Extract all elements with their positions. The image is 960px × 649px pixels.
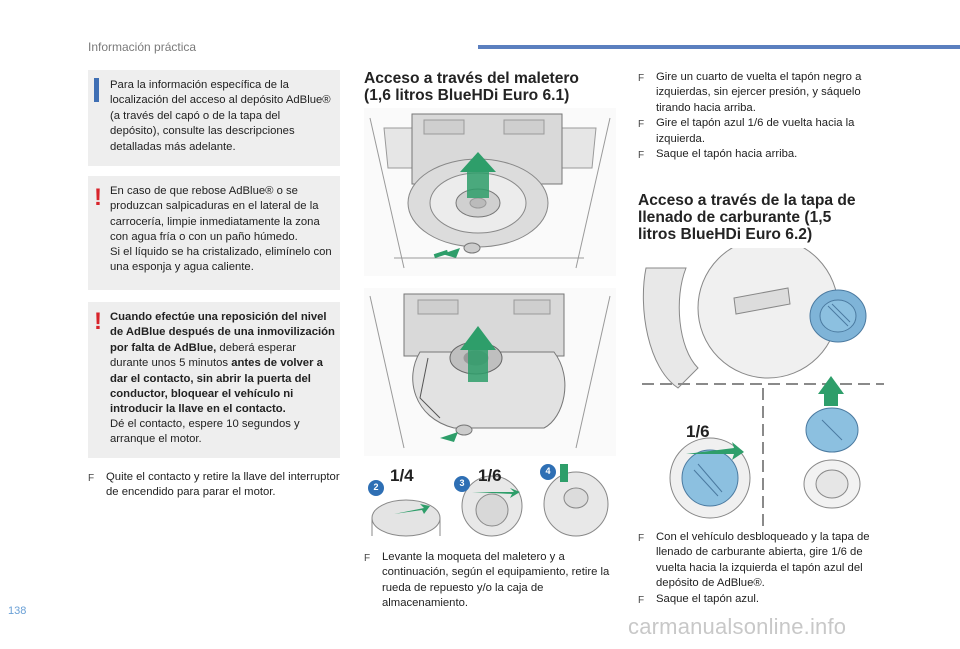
right-bullet-2: F Gire el tapón azul 1/6 de vuelta hacia… bbox=[638, 116, 888, 147]
right-bullets-bottom: F Con el vehículo desbloqueado y la tapa… bbox=[638, 530, 888, 608]
section-header: Información práctica bbox=[88, 40, 197, 54]
trunk-svg-2 bbox=[369, 293, 611, 449]
left-bullet-text: Quite el contacto y retire la llave del … bbox=[106, 471, 340, 499]
bullet-glyph-icon: F bbox=[638, 73, 645, 84]
step-number-4: 4 bbox=[545, 466, 551, 476]
step-number-3: 3 bbox=[459, 478, 465, 488]
fuel-flap-svg bbox=[642, 237, 884, 526]
right-bullet-4: F Con el vehículo desbloqueado y la tapa… bbox=[638, 530, 888, 592]
bullet-glyph-icon: F bbox=[88, 473, 95, 484]
warning-bold-1: Cuando efectúe una reposición del nivel … bbox=[110, 311, 335, 354]
bullet-glyph-icon: F bbox=[638, 119, 645, 131]
right-bullet-3: F Saque el tapón hacia arriba. bbox=[638, 147, 888, 163]
warning-adblue-text-2: Dé el contacto, espere 10 segundos y arr… bbox=[110, 418, 300, 446]
info-marker-icon bbox=[94, 78, 99, 102]
trunk-access-title: Acceso a través del maletero (1,6 litros… bbox=[364, 70, 579, 104]
right-bullet-1-text: Gire un cuarto de vuelta el tapón negro … bbox=[656, 71, 862, 114]
info-box-text: Para la información específica de la loc… bbox=[110, 79, 331, 153]
fuel-flap-access-title: Acceso a través de la tapa de llenado de… bbox=[638, 192, 856, 243]
middle-bullet-text: Levante la moqueta del maletero y a cont… bbox=[382, 551, 610, 610]
right-bullet-3-text: Saque el tapón hacia arriba. bbox=[656, 148, 798, 161]
right-bullet-2-text: Gire el tapón azul 1/6 de vuelta hacia l… bbox=[656, 117, 855, 145]
cap-steps-illustration: 2 3 4 1/4 1/6 bbox=[364, 462, 616, 544]
trunk-svg-1 bbox=[369, 113, 611, 269]
step-number-2: 2 bbox=[373, 482, 379, 492]
warning-exclamation-icon: ! bbox=[94, 308, 102, 335]
warning-text-2: Si el líquido se ha cristalizado, elimín… bbox=[110, 246, 332, 274]
trunk-spare-wheel-illustration bbox=[364, 108, 616, 276]
bullet-glyph-icon: F bbox=[638, 150, 645, 162]
info-box: Para la información específica de la loc… bbox=[88, 70, 340, 166]
header-accent-bar bbox=[478, 45, 960, 49]
fuel-flap-illustration: 1/6 bbox=[638, 237, 888, 526]
middle-bullet: F Levante la moqueta del maletero y a co… bbox=[364, 550, 616, 612]
bullet-glyph-icon: F bbox=[638, 533, 645, 544]
right-bullet-5: F Saque el tapón azul. bbox=[638, 592, 888, 608]
warning-normal-1: deberá esperar durante unos 5 minutos bbox=[110, 341, 297, 370]
step-label-quarter: 1/4 bbox=[390, 466, 414, 485]
right-bullet-1: F Gire un cuarto de vuelta el tapón negr… bbox=[638, 70, 888, 116]
warning-box-adblue: ! Cuando efectúe una reposición del nive… bbox=[88, 302, 340, 458]
warning-adblue-text: Cuando efectúe una reposición del nivel … bbox=[110, 310, 336, 418]
step-label-sixth: 1/6 bbox=[478, 466, 502, 485]
right-bullet-4-text: Con el vehículo desbloqueado y la tapa d… bbox=[656, 531, 870, 590]
watermark: carmanualsonline.info bbox=[628, 614, 847, 639]
fuel-label-sixth: 1/6 bbox=[686, 422, 710, 441]
warning-exclamation-icon: ! bbox=[94, 184, 102, 211]
right-bullet-5-text: Saque el tapón azul. bbox=[656, 592, 760, 605]
right-bullets-top: F Gire un cuarto de vuelta el tapón negr… bbox=[638, 70, 888, 163]
bullet-glyph-icon: F bbox=[364, 553, 371, 564]
page-number: 138 bbox=[8, 605, 27, 617]
trunk-tank-illustration bbox=[364, 288, 616, 456]
left-bullet: F Quite el contacto y retire la llave de… bbox=[88, 470, 340, 501]
bullet-glyph-icon: F bbox=[638, 594, 645, 606]
warning-box-rebose: ! En caso de que rebose AdBlue® o se pro… bbox=[88, 176, 340, 290]
warning-text-1: En caso de que rebose AdBlue® o se produ… bbox=[110, 185, 320, 244]
warning-bold-2: antes de volver a dar el contacto, sin a… bbox=[110, 357, 323, 416]
cap-steps-svg bbox=[368, 464, 609, 537]
